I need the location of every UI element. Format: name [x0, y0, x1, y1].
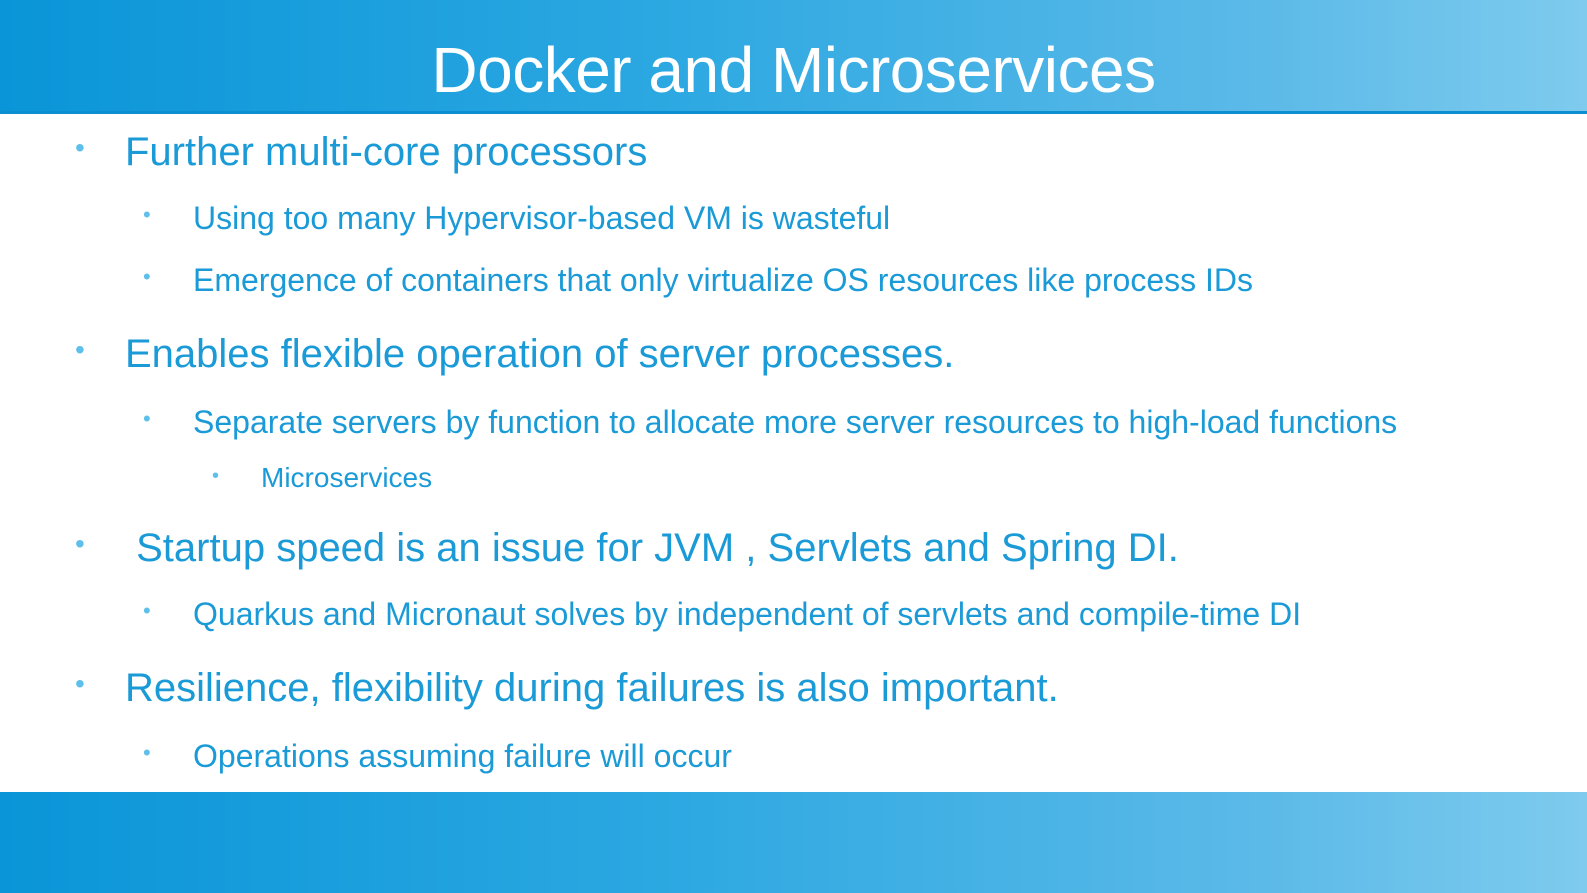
sub-bullet-item: • Quarkus and Micronaut solves by indepe…	[143, 594, 1302, 634]
slide-title: Docker and Microservices	[431, 34, 1156, 106]
bullet-dot-icon: •	[143, 740, 151, 765]
bullet-text: Enables flexible operation of server pro…	[125, 332, 955, 376]
title-bar: Docker and Microservices	[0, 0, 1587, 114]
bullet-item: • Further multi-core processors	[75, 128, 648, 176]
sub-sub-bullet-item: • Microservices	[212, 461, 433, 495]
bullet-text: Further multi-core processors	[125, 130, 648, 174]
bullet-text: Using too many Hypervisor-based VM is wa…	[193, 200, 891, 236]
sub-bullet-item: • Using too many Hypervisor-based VM is …	[143, 198, 891, 238]
bullet-dot-icon: •	[75, 668, 85, 699]
bullet-dot-icon: •	[143, 202, 151, 227]
bullet-dot-icon: •	[143, 406, 151, 431]
bullet-text: Startup speed is an issue for JVM , Serv…	[125, 526, 1179, 570]
sub-bullet-item: • Emergence of containers that only virt…	[143, 260, 1254, 300]
bullet-text: Separate servers by function to allocate…	[193, 404, 1398, 440]
bullet-item: • Resilience, flexibility during failure…	[75, 664, 1059, 712]
bullet-dot-icon: •	[75, 132, 85, 163]
bullet-text: Microservices	[261, 462, 433, 493]
bullet-text: Operations assuming failure will occur	[193, 738, 732, 774]
sub-bullet-item: • Operations assuming failure will occur	[143, 736, 732, 776]
bullet-dot-icon: •	[212, 465, 220, 487]
bullet-dot-icon: •	[143, 264, 151, 289]
bullet-dot-icon: •	[143, 598, 151, 623]
sub-bullet-item: • Separate servers by function to alloca…	[143, 402, 1398, 442]
bullet-dot-icon: •	[75, 334, 85, 365]
bullet-text: Resilience, flexibility during failures …	[125, 666, 1059, 710]
bullet-item: • Startup speed is an issue for JVM , Se…	[75, 524, 1179, 572]
bullet-text: Emergence of containers that only virtua…	[193, 262, 1254, 298]
footer-bar	[0, 792, 1587, 893]
bullet-dot-icon: •	[75, 528, 85, 559]
bullet-item: • Enables flexible operation of server p…	[75, 330, 955, 378]
bullet-text: Quarkus and Micronaut solves by independ…	[193, 596, 1302, 632]
